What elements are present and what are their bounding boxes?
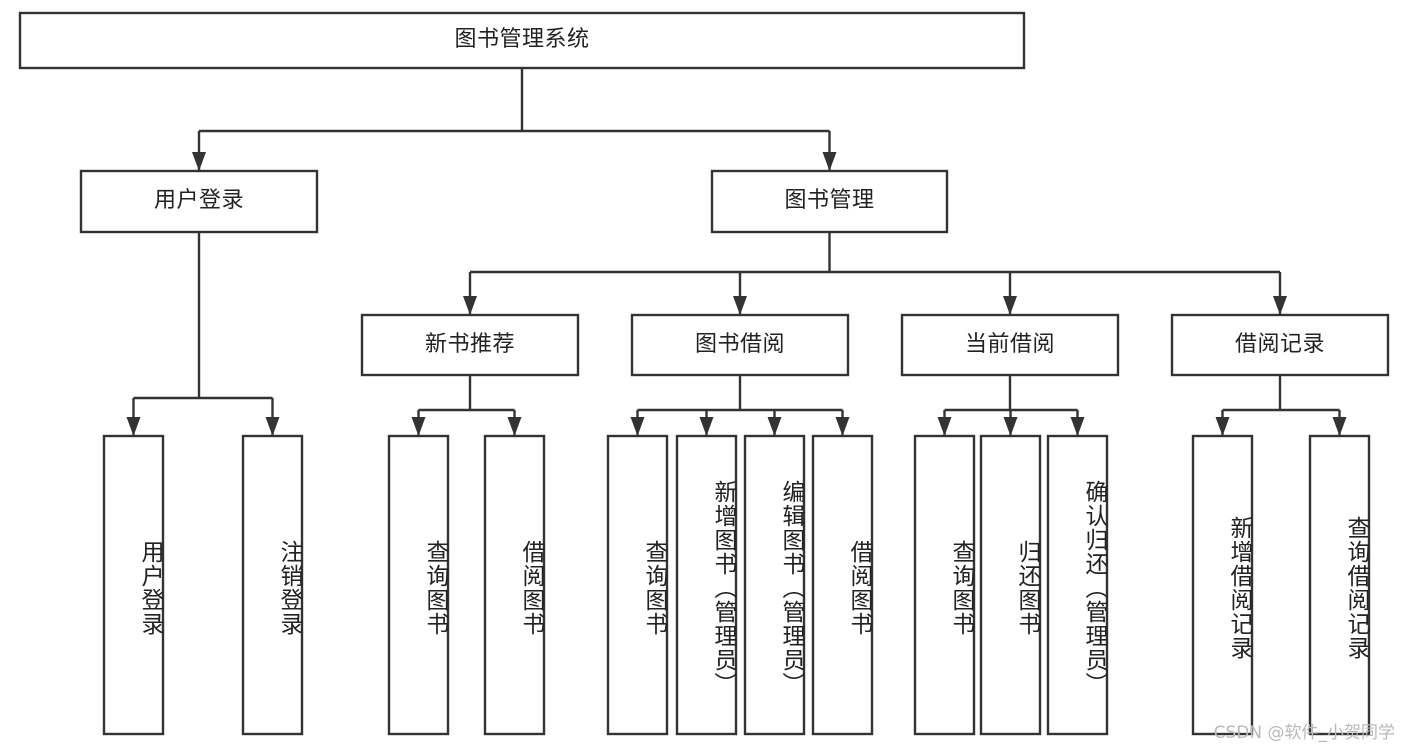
leaf-branch-0-arrow-1	[265, 417, 280, 436]
leaf-node-box-4[interactable]	[606, 434, 669, 736]
leaf-branch-3-arrow-1	[1003, 417, 1018, 436]
leaf-branch-2-arrow-2	[767, 417, 782, 436]
book-mgmt-branch-arrow-0	[463, 296, 477, 315]
leaf-branch-2-arrow-0	[630, 417, 645, 436]
level3-node-box-0[interactable]	[360, 313, 580, 377]
leaf-branch-4-arrow-1	[1332, 417, 1347, 436]
book-mgmt-branch-arrow-2	[1003, 296, 1017, 315]
leaf-node-box-12[interactable]	[1308, 434, 1371, 736]
root-branch-arrow-0	[192, 152, 206, 171]
leaf-branch-0-arrow-0	[126, 417, 141, 436]
leaf-branch-3-arrow-0	[937, 417, 952, 436]
leaf-node-box-0[interactable]	[102, 434, 165, 736]
level3-node-box-2[interactable]	[900, 313, 1120, 377]
leaf-node-box-6[interactable]	[743, 434, 806, 736]
leaf-node-box-2[interactable]	[387, 434, 450, 736]
leaf-branch-2-arrow-1	[699, 417, 714, 436]
leaf-branch-4-arrow-0	[1215, 417, 1230, 436]
leaf-node-box-9[interactable]	[979, 434, 1042, 736]
leaf-branch-1-arrow-1	[507, 417, 522, 436]
book-mgmt-branch-arrow-1	[733, 296, 747, 315]
leaf-node-box-7[interactable]	[811, 434, 874, 736]
leaf-branch-2-arrow-3	[835, 417, 850, 436]
level2-node-box-0[interactable]	[79, 169, 319, 234]
level2-node-box-1[interactable]	[710, 169, 949, 234]
leaf-branch-3-arrow-2	[1070, 417, 1085, 436]
root-node-box-0[interactable]	[18, 11, 1026, 70]
leaf-node-box-11[interactable]	[1191, 434, 1254, 736]
leaf-node-box-3[interactable]	[483, 434, 546, 736]
leaf-node-box-5[interactable]	[675, 434, 738, 736]
level3-node-box-3[interactable]	[1170, 313, 1390, 377]
level3-node-box-1[interactable]	[630, 313, 850, 377]
root-branch-arrow-1	[822, 152, 837, 171]
leaf-node-box-8[interactable]	[913, 434, 976, 736]
leaf-node-box-10[interactable]	[1046, 434, 1109, 736]
leaf-node-box-1[interactable]	[241, 434, 304, 736]
leaf-branch-1-arrow-0	[411, 417, 426, 436]
book-mgmt-branch-arrow-3	[1273, 296, 1287, 315]
